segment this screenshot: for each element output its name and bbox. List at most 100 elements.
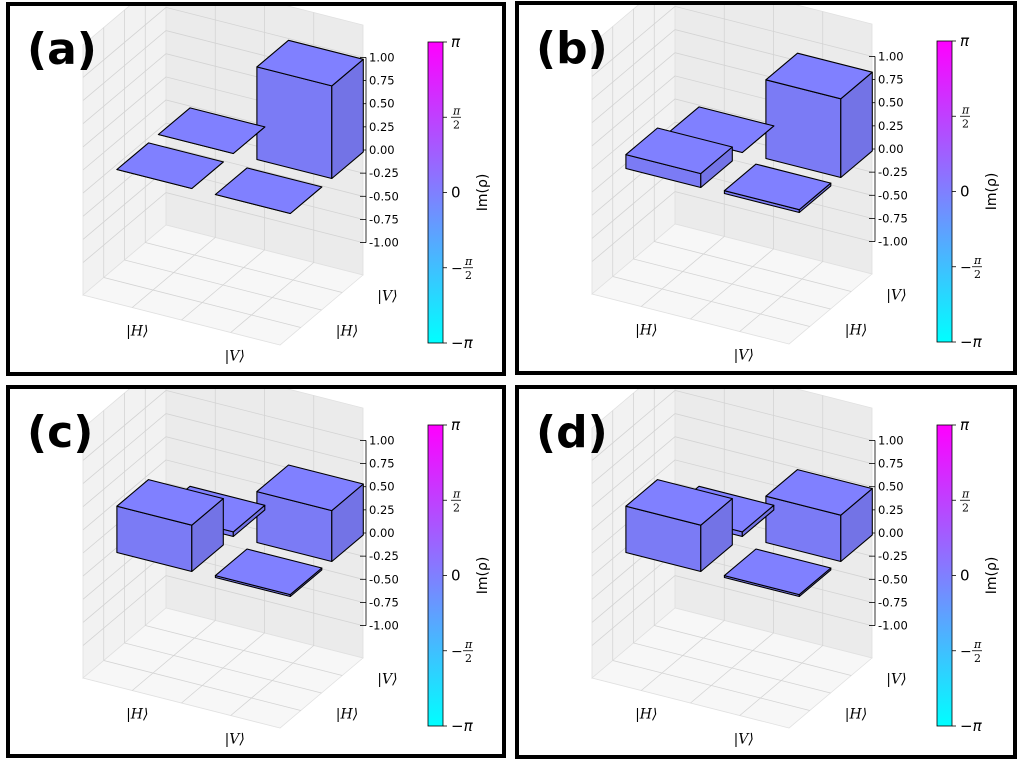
colorbar-tick-label: 2 [465,269,472,282]
bar-0-0 [116,479,224,573]
z-tick-label: 0.25 [369,503,395,517]
z-axis: 1.000.750.500.250.00-0.25-0.50-0.75-1.00 [869,433,908,633]
colorbar-tick-label: π [452,104,461,117]
row-label: |H⟩ [126,706,148,722]
z-tick-label: 1.00 [369,433,395,447]
colorbar-tick-label: π [973,254,982,267]
z-axis: 1.000.750.500.250.00-0.25-0.50-0.75-1.00 [360,50,399,250]
category-labels: |H⟩|V⟩|H⟩|V⟩ [635,288,906,364]
col-label: |V⟩ [886,672,906,688]
z-tick-label: 1.00 [369,50,395,64]
z-tick-label: -0.25 [878,549,908,563]
bar-1-0 [214,548,323,598]
z-tick-label: 0.50 [878,96,904,110]
z-tick-label: 0.75 [369,457,395,471]
z-tick-label: 0.75 [878,73,904,87]
colorbar-tick-label: π [464,638,473,651]
z-tick-label: -0.75 [878,211,908,225]
bar-top [723,163,832,211]
bar-0-0 [625,127,733,189]
colorbar-tick-label: π [451,416,461,434]
z-tick-label: 0.50 [369,97,395,111]
z-tick-label: 0.25 [878,119,904,133]
bar-0-0 [625,479,733,573]
colorbar-tick-label: π [452,487,461,500]
gridline-z [591,5,873,77]
z-tick-label: -0.25 [369,166,399,180]
bar-top [256,464,364,512]
z-tick-label: 0.25 [878,503,904,517]
colorbar-tick-label: 2 [453,118,460,131]
gridline-z [82,145,364,217]
z-tick-label: 0.75 [369,74,395,88]
bar-1-0 [723,163,832,214]
bar-top [765,469,873,516]
gridline-floor [633,642,831,694]
gridline-floor [145,242,343,293]
z-tick-label: -0.50 [369,572,399,586]
colorbar-tick-label: π [960,416,970,434]
colorbar-tick-label: π [960,32,970,50]
bar-1-1 [256,464,364,563]
colorbar-tick-label: − [451,261,463,277]
gridline-floor [654,625,852,676]
panel-label: (d) [536,407,608,458]
bar-1-0 [723,548,832,598]
col-label: |V⟩ [886,288,906,304]
panel-label: (b) [536,23,608,74]
z-tick-label: 0.00 [878,526,904,540]
category-labels: |H⟩ |V⟩ |H⟩ |V⟩ [635,672,906,748]
row-label: |H⟩ [635,322,657,338]
colorbar-tick-label: 2 [453,501,460,514]
z-tick-label: -0.50 [878,188,908,202]
z-tick-label: -0.75 [878,595,908,609]
colorbar-label: Im(ρ) [984,557,1000,595]
bars [116,464,364,598]
col-label: |H⟩ [845,707,867,723]
col-label: |V⟩ [377,672,397,688]
z-axis: 1.000.750.500.250.00-0.25-0.50-0.75-1.00 [360,433,399,633]
row-label: |H⟩ [635,706,657,722]
gridline-z [591,191,873,262]
colorbar-tick-label: −π [451,334,474,352]
z-tick-label: -0.75 [369,595,399,609]
z-tick-label: 0.75 [878,457,904,471]
z-tick-label: -1.00 [878,235,908,249]
bar-top [625,127,733,175]
gridline-z [82,192,364,263]
gridline-z [82,413,364,484]
gridline-z [591,575,873,646]
bar-top [765,52,873,100]
bar-0-1 [157,107,266,155]
gridline-floor [633,258,831,310]
col-label: |H⟩ [336,324,358,340]
colorbar-tick-label: π [451,33,461,51]
gridline-floor [131,237,216,308]
z-tick-label: -1.00 [878,619,908,633]
col-label: |H⟩ [336,707,358,723]
bar-top [116,479,224,526]
z-tick-label: -0.50 [369,189,399,203]
colorbar-gradient [427,424,444,727]
row-label: |V⟩ [734,731,754,747]
bars [116,39,364,215]
colorbar-gradient [936,40,953,343]
z-tick-label: 0.50 [878,480,904,494]
category-labels: |H⟩|V⟩|H⟩|V⟩ [126,289,397,365]
colorbar-gradient [427,41,444,344]
bar-top [723,548,832,596]
panel-label: (a) [27,24,97,75]
bar-0-0 [116,142,224,190]
col-label: |H⟩ [845,323,867,339]
row-label: |H⟩ [126,323,148,339]
bar3d-chart-c: 1.000.750.500.250.00-0.25-0.50-0.75-1.00… [82,389,491,747]
z-tick-label: -0.25 [369,549,399,563]
bars [625,52,873,214]
z-tick-label: 0.00 [369,526,395,540]
gridline-floor [124,259,322,311]
